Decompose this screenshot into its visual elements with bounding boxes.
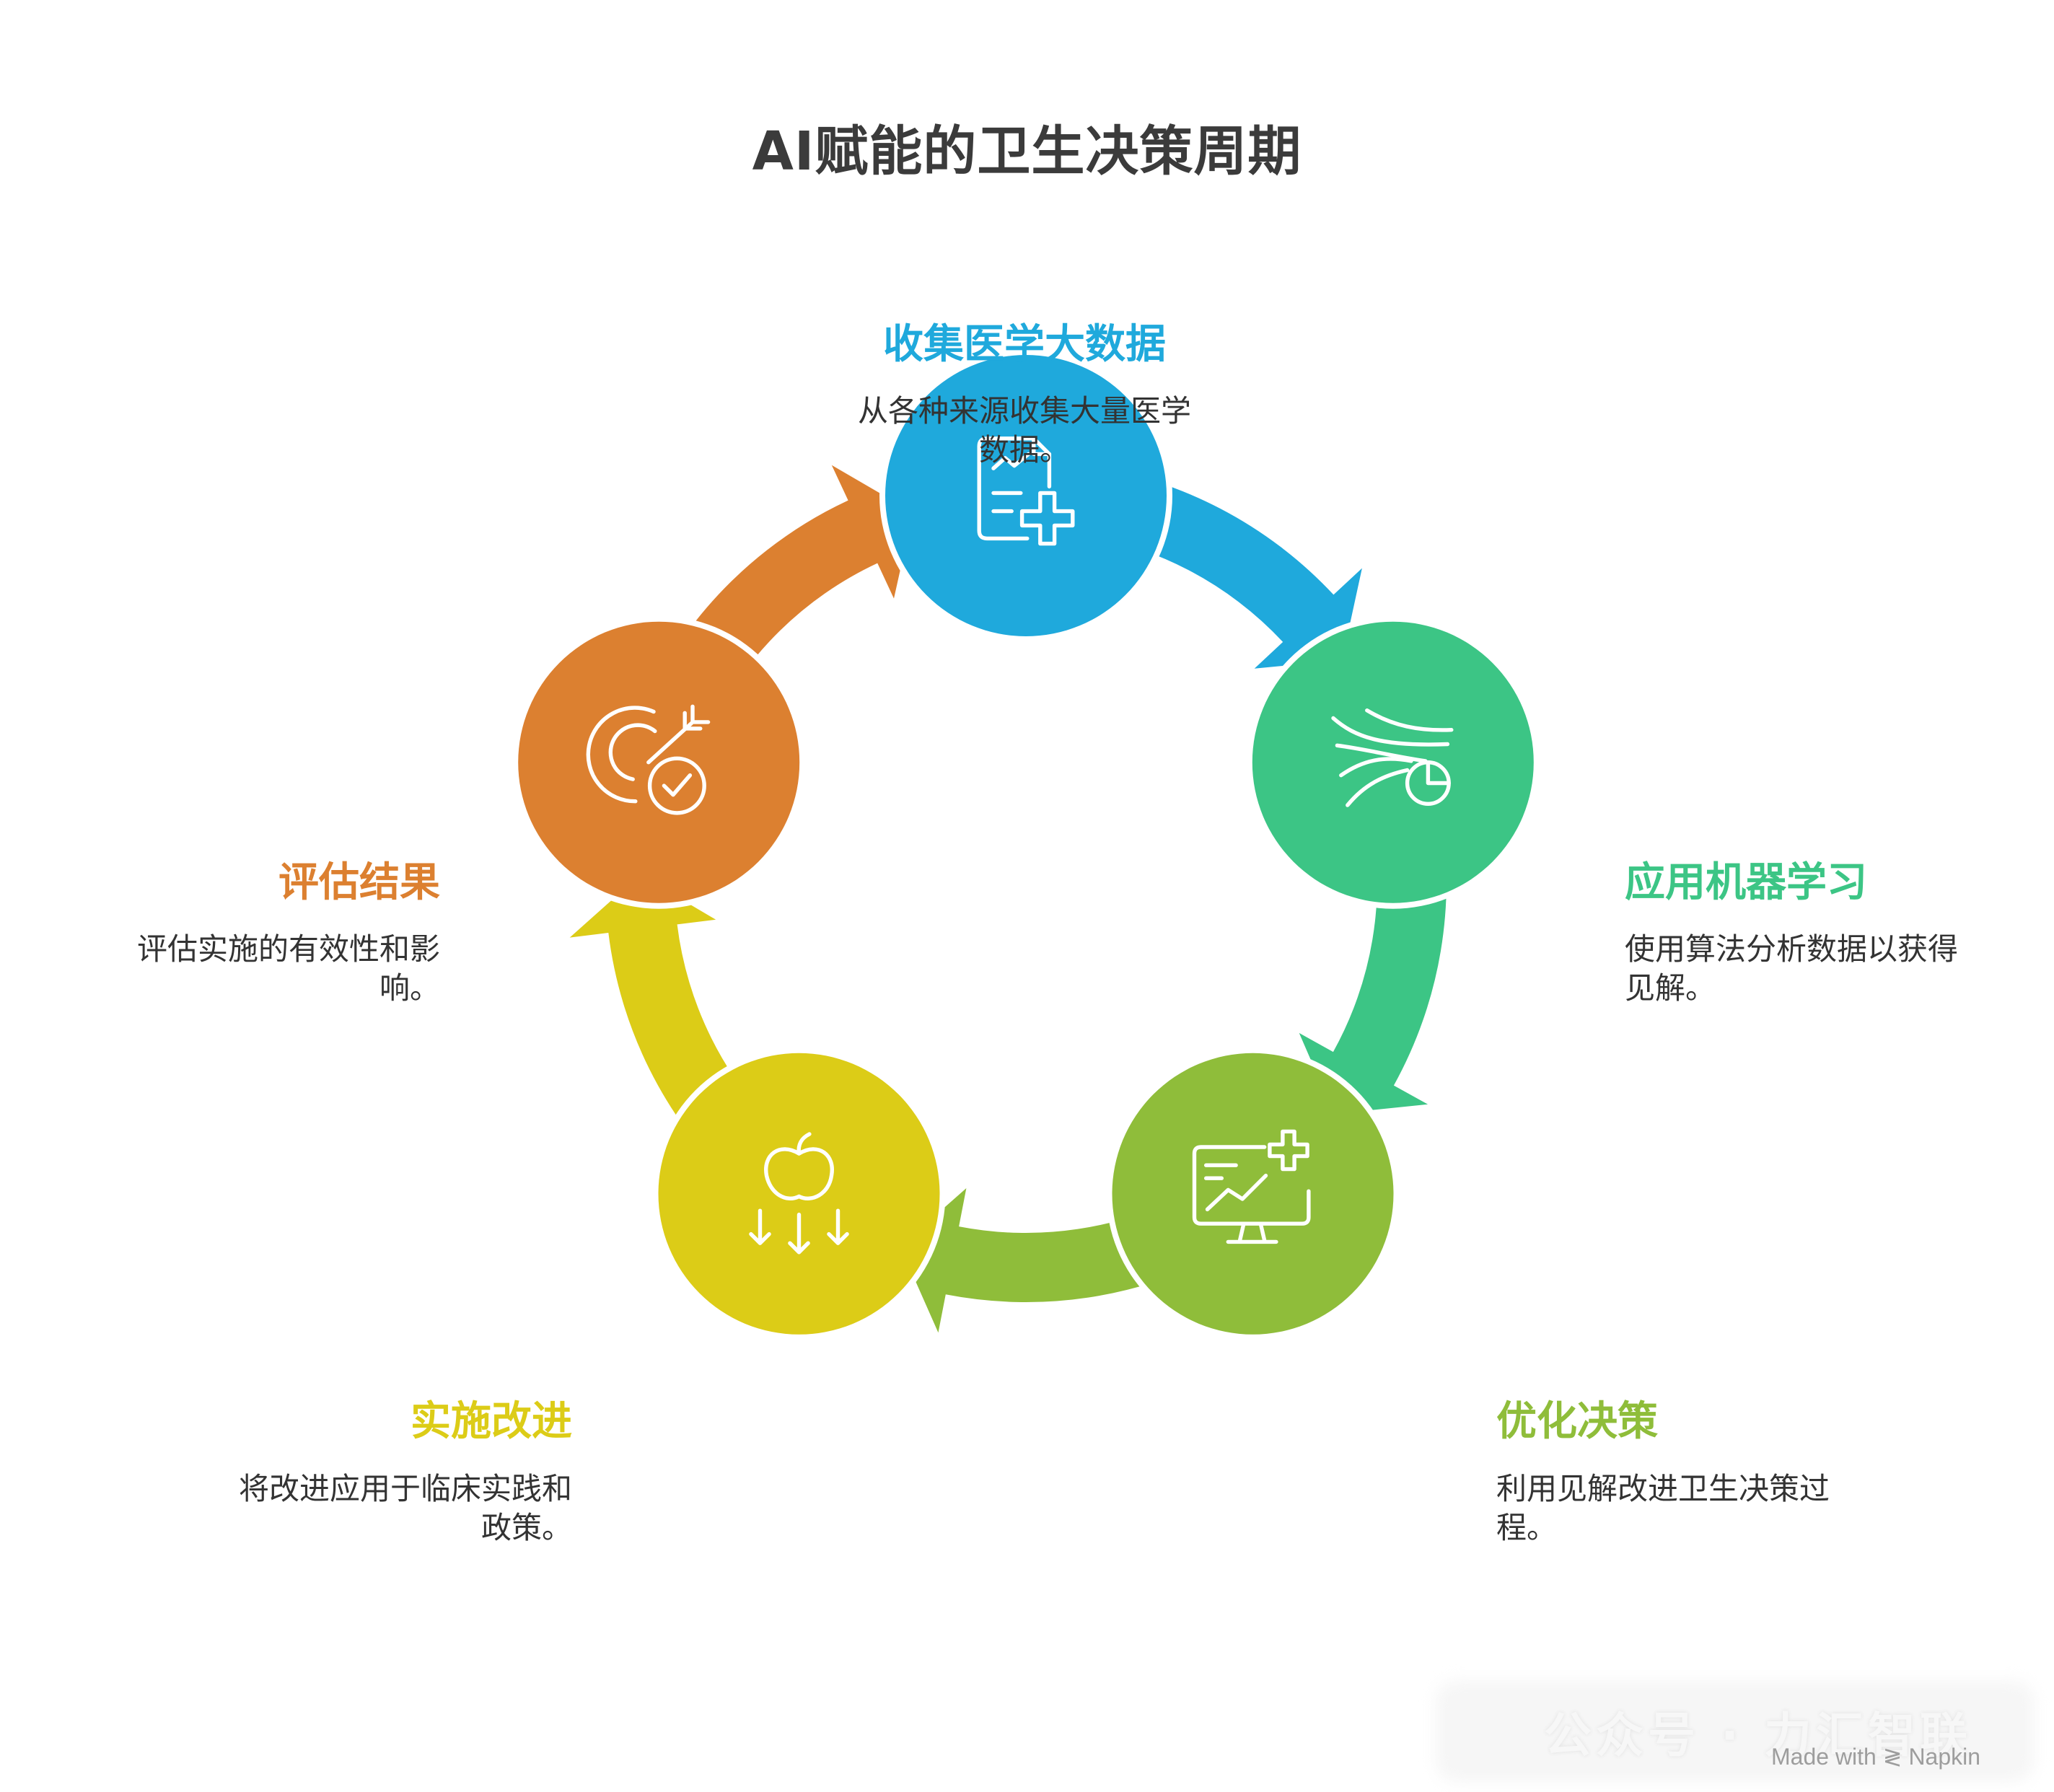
stage-circles: [512, 349, 1540, 1340]
stage-optimize-desc-line1: 利用见解改进卫生决策过: [1496, 1471, 1830, 1506]
stage-collect-desc-line2: 数据。: [978, 432, 1070, 467]
stage-optimize-desc-line2: 程。: [1496, 1510, 1558, 1545]
stage-ml-node: [1246, 615, 1540, 909]
medical-report-plus-icon: [977, 436, 1075, 546]
watermark: 公众号 · 力汇智联 Made with ≷ Napkin: [1436, 1681, 2035, 1782]
stage-implement-circle: [658, 1053, 940, 1335]
stage-implement-title: 实施改进: [411, 1398, 572, 1445]
page-title: AI赋能的卫生决策周期: [752, 120, 1302, 183]
stage-ml-circle: [1252, 621, 1534, 903]
watermark-haze: [1436, 1681, 2035, 1782]
stage-evaluate-title: 评估结果: [278, 859, 440, 906]
stage-ml-description: 使用算法分析数据以获得 见解。: [1625, 930, 2029, 1008]
stage-implement-desc-line2: 政策。: [480, 1510, 572, 1545]
apple-falling-arrows-icon: [749, 1132, 849, 1255]
stage-optimize-description: 利用见解改进卫生决策过 程。: [1496, 1470, 1900, 1547]
stage-ml-title: 应用机器学习: [1625, 859, 1867, 906]
stage-ml-desc-line1: 使用算法分析数据以获得: [1625, 931, 1959, 967]
stage-optimize-circle: [1112, 1053, 1394, 1335]
stage-evaluate-desc-line2: 响。: [379, 970, 440, 1006]
stage-collect-title: 收集医学大数据: [883, 321, 1166, 368]
stage-collect-circle: [885, 355, 1167, 636]
stage-optimize-title: 优化决策: [1496, 1398, 1658, 1445]
stage-implement-description: 将改进应用于临床实践和 政策。: [168, 1470, 572, 1547]
stage-evaluate-description: 评估实施的有效性和影 响。: [65, 930, 440, 1008]
stage-optimize-node: [1106, 1047, 1400, 1340]
data-flow-pie-chart-icon: [1331, 708, 1454, 807]
stage-implement-desc-line1: 将改进应用于临床实践和: [238, 1471, 572, 1506]
stage-collect-node: [879, 349, 1172, 642]
stage-implement-node: [652, 1047, 946, 1340]
napkin-credit: Made with ≷ Napkin: [1771, 1744, 1981, 1770]
watermark-text: 公众号 · 力汇智联: [1544, 1708, 1972, 1763]
stage-evaluate-desc-line1: 评估实施的有效性和影: [136, 931, 440, 967]
stage-collect-description: 从各种来源收集大量医学 数据。: [772, 392, 1277, 470]
stage-evaluate-circle: [518, 621, 800, 903]
monitor-chart-plus-icon: [1192, 1129, 1311, 1244]
target-check-icon: [586, 704, 711, 815]
stage-ml-desc-line2: 见解。: [1625, 970, 1716, 1006]
stage-collect-desc-line1: 从各种来源收集大量医学: [857, 393, 1191, 429]
stage-evaluate-node: [512, 615, 806, 909]
